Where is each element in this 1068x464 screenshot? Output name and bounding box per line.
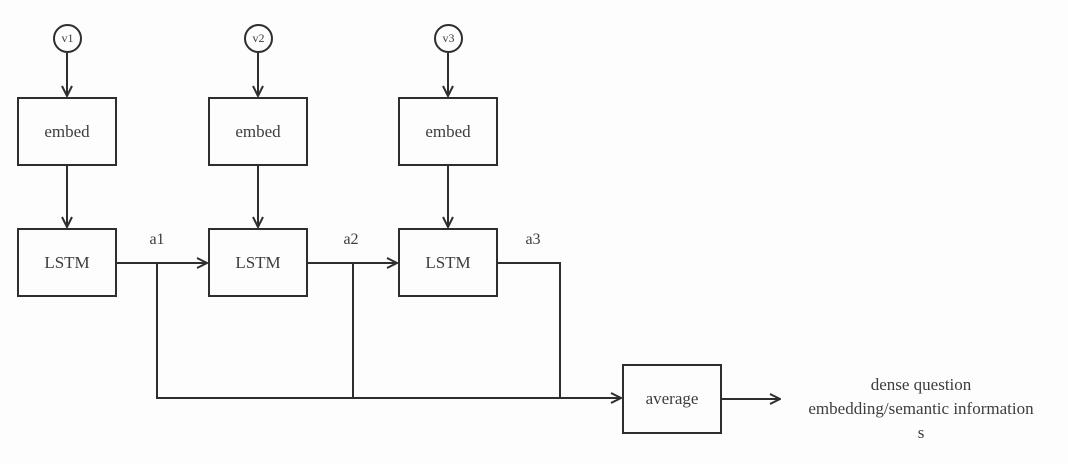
connector-a3-drop: [498, 262, 561, 398]
embed-box-2: embed: [208, 97, 308, 166]
output-text-line-1: dense question: [870, 375, 972, 394]
input-node-v3-label: v3: [442, 31, 455, 45]
edge-label-a2: a2: [343, 231, 359, 248]
input-node-v1: v1: [53, 24, 82, 53]
output-text-line-3: s: [917, 423, 925, 442]
input-node-v1-label: v1: [61, 31, 74, 45]
average-box: average: [622, 364, 722, 434]
embed-box-2-label: embed: [235, 121, 281, 141]
lstm-box-3: LSTM: [398, 228, 498, 297]
lstm-box-1-label: LSTM: [44, 252, 90, 272]
edge-label-a1: a1: [149, 231, 165, 248]
input-node-v3: v3: [434, 24, 463, 53]
edge-label-a3: a3: [525, 231, 541, 248]
embed-box-3: embed: [398, 97, 498, 166]
average-box-label: average: [645, 389, 699, 408]
lstm-box-3-label: LSTM: [425, 252, 471, 272]
connector-a1-to-average: [156, 263, 621, 398]
output-text: dense question embedding/semantic inform…: [770, 373, 1068, 445]
lstm-box-2-label: LSTM: [235, 252, 281, 272]
embed-box-1-label: embed: [44, 121, 90, 141]
output-text-line-2: embedding/semantic information: [808, 399, 1034, 418]
embed-box-1: embed: [17, 97, 117, 166]
input-node-v2: v2: [244, 24, 273, 53]
input-node-v2-label: v2: [252, 31, 265, 45]
lstm-box-2: LSTM: [208, 228, 308, 297]
lstm-box-1: LSTM: [17, 228, 117, 297]
embed-box-3-label: embed: [425, 121, 471, 141]
